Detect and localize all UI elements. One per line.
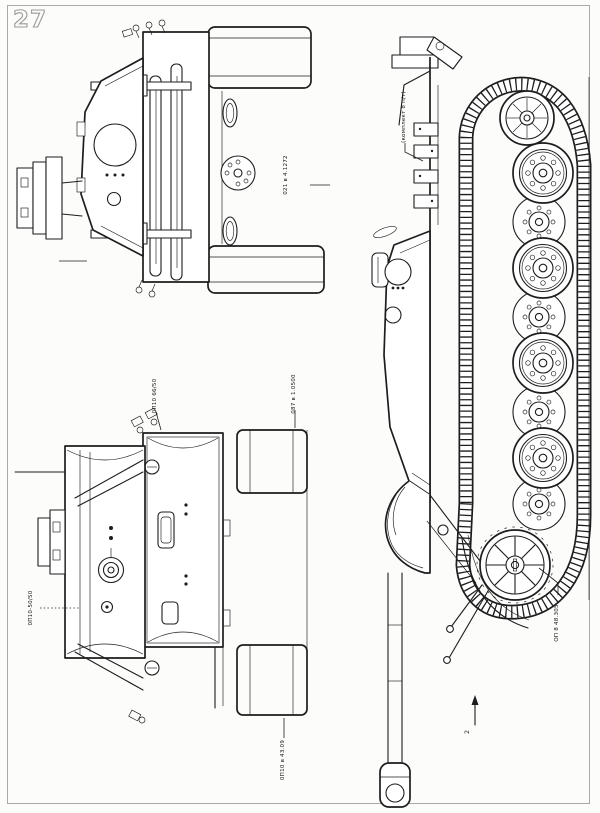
rear-annotation-code: 021 в 4.1272 xyxy=(283,155,289,195)
rear-view-drawing: 021 в 4.1272 xyxy=(16,19,330,298)
rear-hull-bottom xyxy=(207,87,256,247)
direction-marker: 2 xyxy=(463,695,479,734)
side-drive-sprocket xyxy=(476,526,554,604)
rear-turret xyxy=(76,57,144,257)
side-rear-exhaust xyxy=(391,36,463,126)
rear-track-left xyxy=(207,26,312,89)
front-code-bottom: 0П10 в 43.09 xyxy=(280,740,286,780)
front-view-drawing: 0П10 66/50 087 в 1.0500 0П10-50/50 0П10 … xyxy=(14,374,308,780)
rear-track-right xyxy=(207,245,325,294)
direction-arrowhead-icon xyxy=(471,695,479,705)
side-road-wheels xyxy=(512,142,574,531)
side-gun xyxy=(379,480,431,808)
front-code-top-right: 087 в 1.0500 xyxy=(291,374,297,414)
side-view-drawing: (комплект 8 п/т) ОП 8 48.305 2 xyxy=(371,36,592,808)
side-bow-details xyxy=(426,494,530,664)
front-code-top: 0П10 66/50 xyxy=(152,378,158,413)
front-annotations: 0П10 66/50 087 в 1.0500 0П10-50/50 0П10 … xyxy=(28,374,297,780)
rear-gun-muzzle xyxy=(16,156,83,240)
side-turret xyxy=(371,226,431,496)
side-track xyxy=(455,76,592,620)
front-track-right xyxy=(236,644,308,716)
front-code-left: 0П10-50/50 xyxy=(28,590,34,625)
front-glacis-plate xyxy=(142,432,224,676)
front-track-left xyxy=(236,429,308,494)
page-number: 27 xyxy=(12,6,48,33)
direction-number: 2 xyxy=(463,730,471,734)
side-code-top: (комплект 8 п/т) xyxy=(401,91,407,143)
front-turret-mantlet xyxy=(37,445,146,659)
front-fender-braces xyxy=(74,407,158,724)
side-idler-wheel xyxy=(499,90,555,146)
side-annotations: (комплект 8 п/т) ОП 8 48.305 xyxy=(401,91,560,642)
side-code-sprocket: ОП 8 48.305 xyxy=(554,604,560,642)
